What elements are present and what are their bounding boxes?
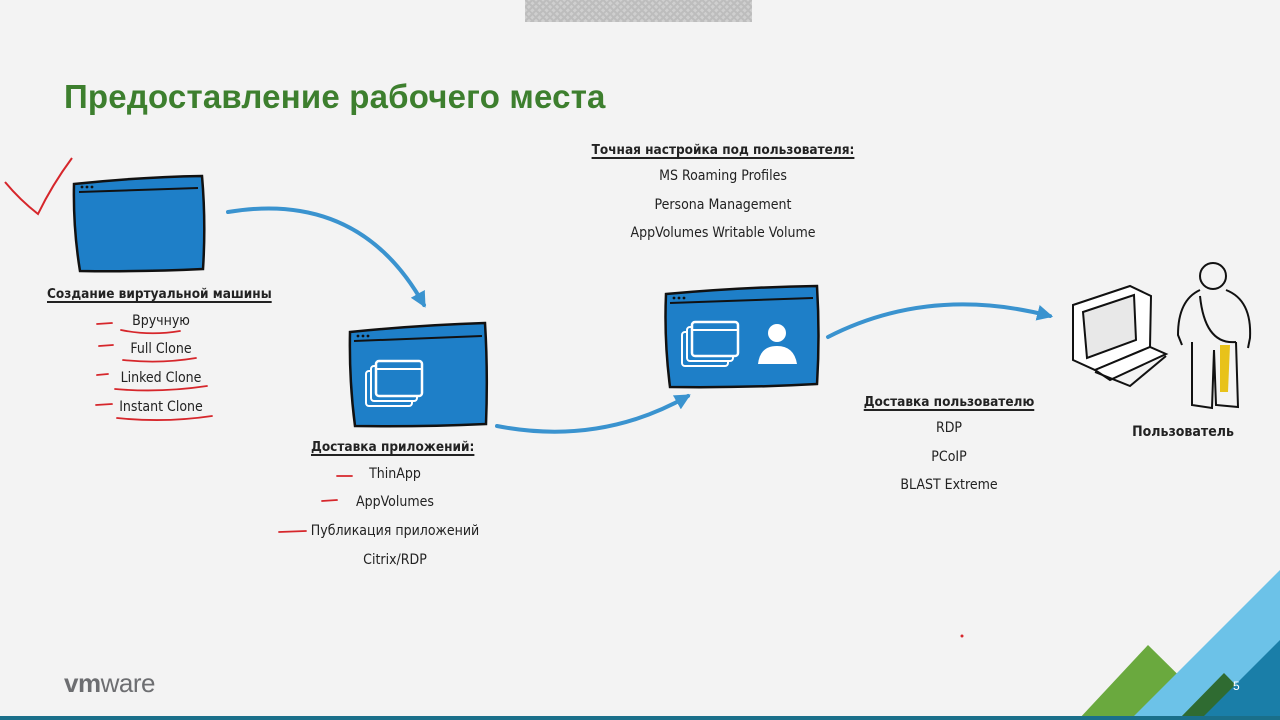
app-delivery-item: ThinApp [369,466,421,482]
app-delivery-item: Публикация приложений [310,523,480,539]
vm-creation-heading: Создание виртуальной машины [47,286,272,302]
user-delivery-item: PCoIP [931,449,967,465]
logo-prefix: vm [64,668,101,698]
arrow-apps-to-desktop [495,394,691,434]
annotation-marks [95,322,353,533]
vm-creation-item: Full Clone [130,341,192,357]
logo-suffix: ware [100,668,156,698]
vmware-logo: vmware [64,668,155,699]
vm-creation-item: Linked Clone [120,370,202,386]
slide-title: Предоставление рабочего места [64,78,606,115]
personalization-item: MS Roaming Profiles [659,168,787,184]
top-handle-bar [525,0,752,22]
desktop-window-icon [664,284,820,389]
vm-creation-item: Вручную [132,313,190,329]
computer-icon [1072,284,1169,388]
corner-decoration-teal [1200,640,1280,720]
user-delivery-item: RDP [935,420,963,436]
bottom-border [0,716,1280,720]
checkmark-icon [4,157,73,216]
user-delivery-item: BLAST Extreme [900,477,998,493]
app-delivery-heading: Доставка приложений: [311,439,475,455]
vm-window-icon [72,174,206,273]
arrow-vm-to-apps [226,206,426,308]
app-window-icon [348,321,489,428]
personalization-heading: Точная настройка под пользователя: [591,142,855,158]
person-icon [1176,262,1252,410]
user-delivery-heading: Доставка пользователю [863,394,1035,410]
page-number: 5 [1233,679,1240,693]
vm-creation-item: Instant Clone [119,399,203,415]
personalization-item: Persona Management [654,197,792,213]
app-delivery-item: AppVolumes [356,494,434,510]
app-delivery-item: Citrix/RDP [363,552,427,568]
user-label: Пользователь [1132,424,1234,440]
arrow-desktop-to-user [826,302,1054,339]
personalization-item: AppVolumes Writable Volume [630,225,816,241]
